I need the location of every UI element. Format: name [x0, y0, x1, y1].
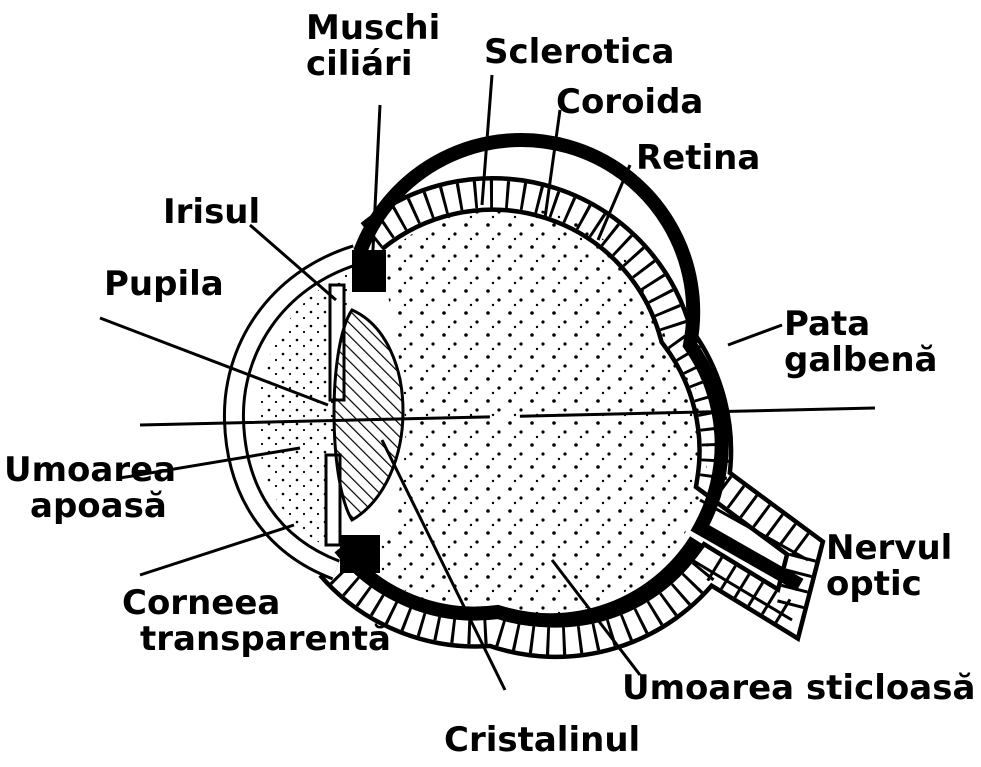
label-muschi-ciliari-line2: ciliári [306, 46, 440, 82]
ciliary-muscle-upper [352, 250, 386, 292]
label-nervul-optic-line1: Nervul [826, 530, 952, 566]
label-corneea-line2: transparentă [122, 621, 391, 657]
label-umoarea-apoasa-line2: apoasă [4, 488, 176, 524]
label-umoarea-sticloasa: Umoarea sticloasă [622, 670, 975, 706]
label-umoarea-apoasa: Umoarea apoasă [4, 452, 176, 524]
label-coroida: Coroida [556, 84, 703, 120]
label-sclerotica: Sclerotica [484, 34, 675, 70]
label-nervul-optic: Nervul optic [826, 530, 952, 602]
leader-corneea [140, 525, 294, 575]
label-cristalinul: Cristalinul [444, 722, 640, 758]
label-muschi-ciliari-line1: Muschi [306, 10, 440, 46]
label-irisul: Irisul [163, 194, 260, 230]
label-corneea-transparenta: Corneea transparentă [122, 585, 391, 657]
leader-pata-galbena [728, 325, 782, 345]
label-pata-galbena: Pata galbenă [784, 306, 937, 378]
label-corneea-line1: Corneea [122, 585, 391, 621]
label-pata-galbena-line2: galbenă [784, 342, 937, 378]
label-nervul-optic-line2: optic [826, 566, 952, 602]
label-pata-galbena-line1: Pata [784, 306, 937, 342]
label-pupila: Pupila [104, 266, 224, 302]
ciliary-muscle-lower [340, 535, 380, 573]
label-umoarea-apoasa-line1: Umoarea [4, 452, 176, 488]
label-retina: Retina [636, 140, 760, 176]
label-muschi-ciliari: Muschi ciliári [306, 10, 440, 82]
lens [334, 310, 403, 520]
